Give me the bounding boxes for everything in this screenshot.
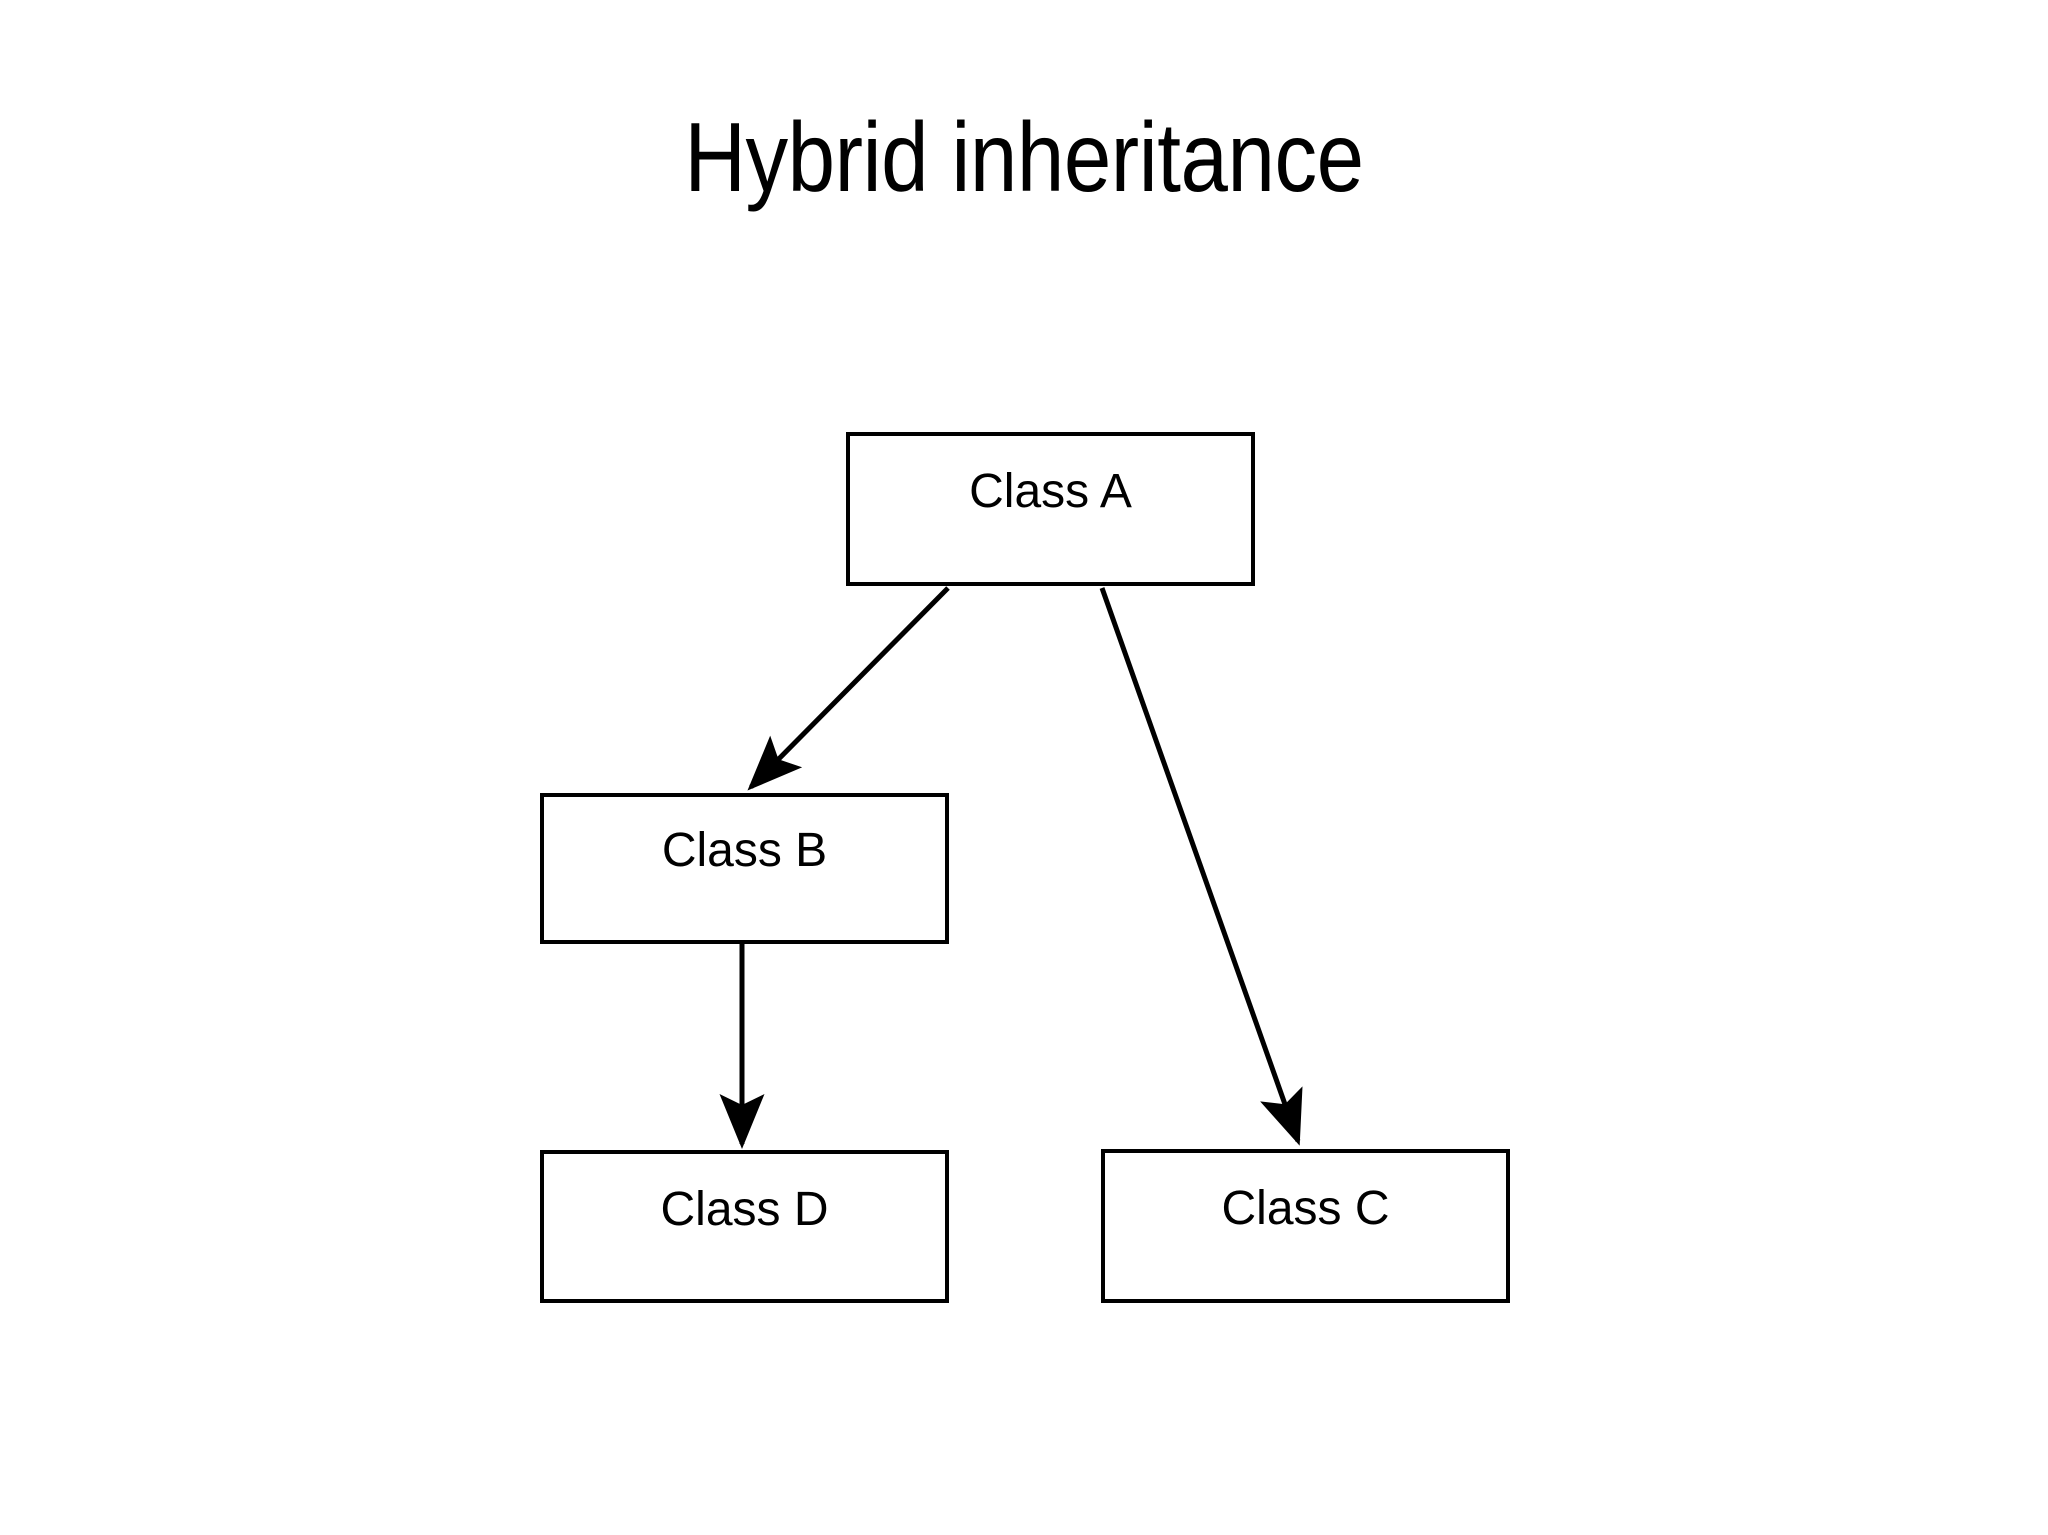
class-node-label: Class B (661, 824, 828, 877)
class-node-class-b[interactable]: Class B (540, 793, 949, 944)
class-node-label: Class D (660, 1183, 829, 1236)
edge-class-a-to-class-c (1099, 587, 1303, 1146)
edge-class-a-to-class-b (747, 586, 950, 791)
page-title: Hybrid inheritance (684, 102, 1364, 212)
class-node-label: Class A (969, 465, 1132, 518)
class-node-class-a[interactable]: Class A (846, 432, 1255, 586)
class-node-label: Class C (1221, 1182, 1390, 1235)
class-node-class-c[interactable]: Class C (1101, 1149, 1510, 1303)
class-node-class-d[interactable]: Class D (540, 1150, 949, 1303)
